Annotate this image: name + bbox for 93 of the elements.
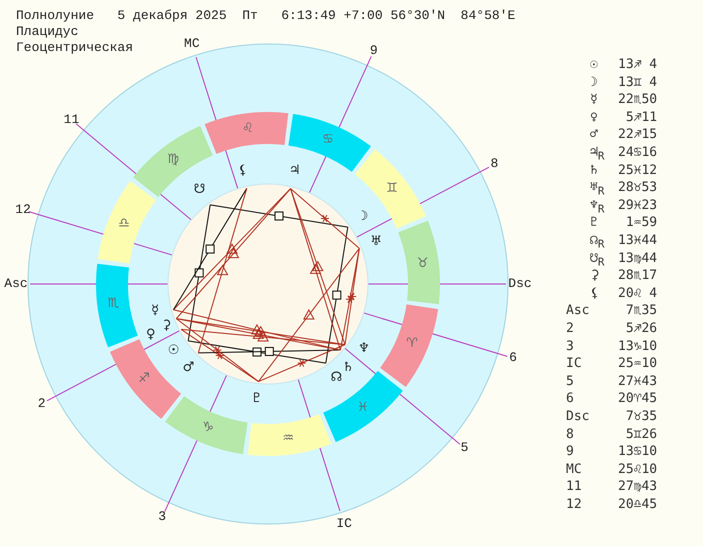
- table-cell-text: 5♊26: [624, 426, 658, 443]
- house-number: 12: [15, 202, 31, 217]
- table-cell-text: 7♉35: [624, 409, 658, 425]
- table-cell: 28♏17: [618, 268, 658, 284]
- house-number: 8: [490, 157, 498, 172]
- table-cell: 13♋10: [618, 444, 658, 460]
- table-cell-text: ♃$_{R}$: [590, 145, 604, 164]
- angle-label: Asc: [4, 277, 28, 291]
- table-cell: ☊$_{R}$: [590, 233, 604, 253]
- table-cell: 20♈45: [618, 391, 658, 408]
- table-cell: 6: [566, 391, 574, 408]
- planet-symbol: ♄: [342, 360, 354, 375]
- table-cell: 13♊ 4: [618, 74, 658, 91]
- angle-label: IC: [336, 517, 352, 532]
- planet-symbol: ♂: [182, 361, 194, 376]
- house-number: 5: [460, 441, 468, 456]
- planet-symbol: ☋: [194, 183, 206, 198]
- table-cell: 13♑10: [618, 338, 658, 355]
- house-number: 9: [370, 44, 378, 58]
- table-cell: 20♎45: [618, 497, 658, 513]
- table-cell: ♀: [590, 110, 598, 126]
- planet-symbol: ♅: [370, 234, 382, 249]
- planet-symbol: ☊: [330, 370, 342, 385]
- table-cell: 28♉53: [618, 180, 658, 196]
- zodiac-sign-symbol: ♐: [138, 372, 150, 386]
- table-cell: IC: [566, 356, 582, 372]
- table-cell: 5: [566, 374, 574, 390]
- zodiac-sign-symbol: ♓: [356, 400, 369, 415]
- zodiac-sign-symbol: ♋: [322, 132, 334, 147]
- table-cell: ♄: [590, 162, 598, 179]
- zodiac-sign-symbol: ♎: [118, 217, 130, 232]
- table-cell-text: 5♐11: [624, 110, 658, 126]
- table-cell-text: ☋$_{R}$: [590, 250, 604, 270]
- table-cell: 20♌ 4: [618, 286, 658, 302]
- table-cell: ☉: [590, 57, 598, 73]
- house-number: 6: [509, 351, 517, 366]
- zodiac-sign-symbol: ♍: [167, 153, 180, 168]
- table-cell: ⚸: [590, 286, 600, 302]
- table-cell-text: 1♒59: [624, 215, 658, 232]
- house-number: 2: [38, 396, 46, 411]
- planet-symbol: ♃: [288, 164, 301, 178]
- zodiac-sign-symbol: ♊: [386, 182, 398, 196]
- table-cell: 2: [566, 321, 574, 337]
- table-cell: ⚳: [590, 268, 600, 284]
- table-cell: 29♓23: [618, 198, 658, 214]
- house-system-label: Плацидус: [16, 24, 78, 39]
- house-number: 11: [64, 112, 80, 127]
- planet-symbol: ⚸: [238, 164, 248, 178]
- table-cell: 13♐ 4: [618, 57, 658, 73]
- table-cell: ☿: [590, 92, 598, 108]
- planet-symbol: ☉: [168, 344, 180, 358]
- table-cell-text: ♆$_{R}$: [590, 198, 604, 216]
- table-cell: 8: [566, 426, 574, 443]
- chart-title: Полнолуние 5 декабря 2025 Пт 6:13:49 +7:00 56°30'N 84°58'E: [16, 8, 516, 23]
- planet-symbol: ⚳: [162, 319, 172, 334]
- table-cell: 13♍44: [618, 250, 658, 267]
- table-cell: ♅$_{R}$: [590, 180, 604, 200]
- table-cell: 12: [566, 497, 582, 513]
- table-cell: 27♓43: [618, 374, 658, 390]
- table-cell: 11: [566, 479, 582, 496]
- planet-symbol: ♆: [358, 342, 370, 356]
- house-number: 3: [158, 510, 166, 524]
- zodiac-sign-symbol: ♒: [282, 432, 294, 446]
- table-cell: 9: [566, 444, 574, 460]
- table-cell: 25♒10: [618, 356, 658, 372]
- zodiac-sign-symbol: ♌: [242, 122, 254, 136]
- table-cell: 24♋16: [618, 145, 658, 161]
- table-cell-text: 5♐26: [624, 321, 658, 337]
- table-cell: 13♓44: [618, 233, 658, 249]
- planet-symbol: ☽: [356, 210, 368, 224]
- angle-label: Dsc: [508, 277, 532, 291]
- chart-type-label: Геоцентрическая: [16, 40, 134, 55]
- angle-label: MC: [184, 36, 200, 51]
- table-cell: ☽: [590, 74, 598, 91]
- table-cell-text: 7♏35: [624, 303, 658, 320]
- planet-symbol: ♀: [146, 328, 156, 342]
- zodiac-sign-symbol: ♏: [107, 297, 120, 312]
- table-cell: 25♓12: [618, 162, 658, 179]
- planet-symbol: ☿: [151, 304, 160, 318]
- table-cell: 25♌10: [618, 462, 658, 478]
- zodiac-sign-symbol: ♑: [202, 421, 214, 436]
- planet-symbol: ♇: [250, 392, 262, 406]
- table-cell: ♂: [590, 127, 598, 144]
- table-cell: MC: [566, 462, 582, 478]
- table-cell: 22♏50: [618, 92, 658, 108]
- table-cell: 27♍43: [618, 479, 658, 496]
- table-cell: 3: [566, 338, 574, 355]
- table-cell: 22♐15: [618, 127, 658, 144]
- table-cell: ♇: [590, 215, 598, 232]
- zodiac-sign-symbol: ♈: [406, 336, 418, 351]
- zodiac-sign-symbol: ♉: [416, 256, 429, 271]
- table-cell: Dsc: [566, 409, 590, 425]
- table-cell: Asc: [566, 303, 590, 320]
